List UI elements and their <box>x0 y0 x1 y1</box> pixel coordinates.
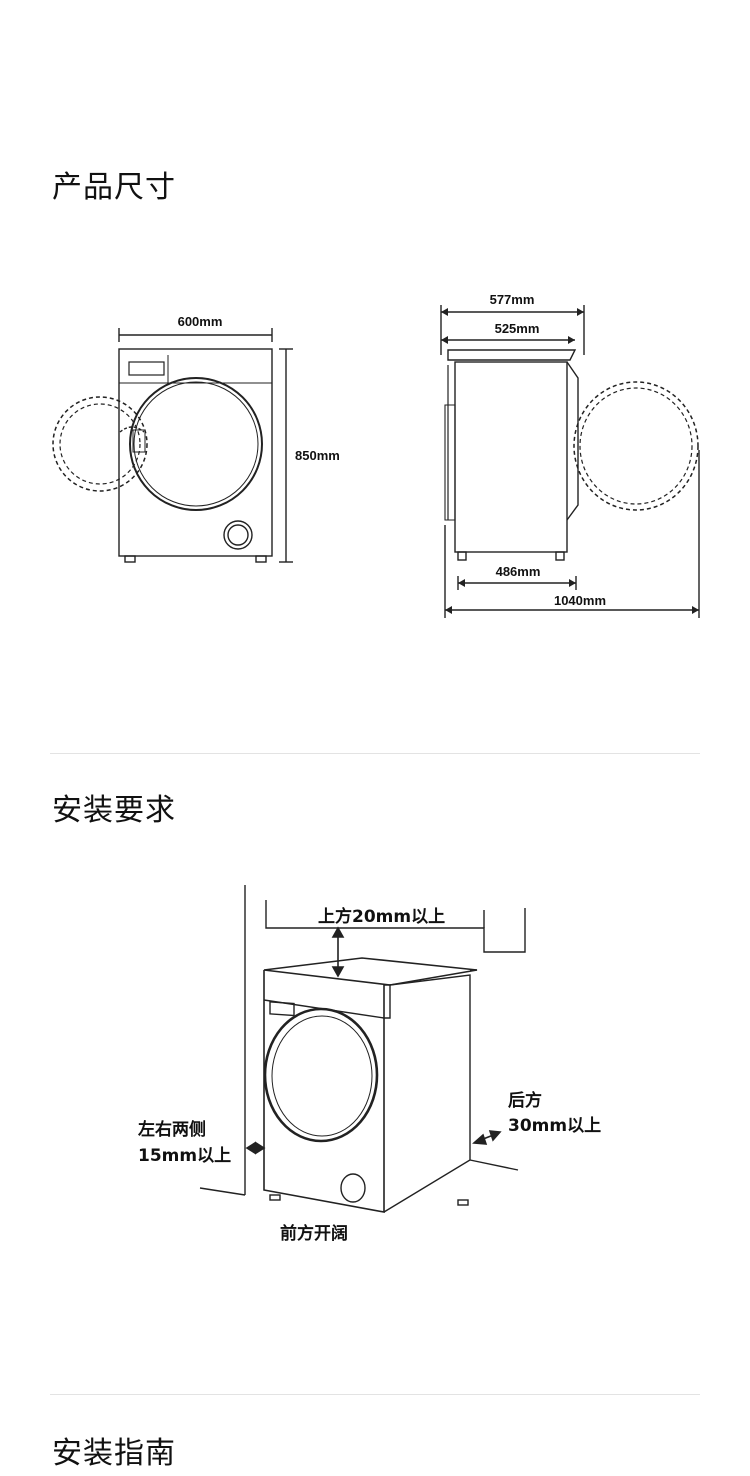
installation-clearance-drawing: 上方20mm以上 后方 30mm以上 左右两侧 15mm以上 前方开阔 <box>138 885 601 1244</box>
side-view-drawing: 577mm 525mm 486mm 1040mm <box>440 292 700 618</box>
side-depth-label: 1040mm <box>554 593 606 608</box>
clearance-rear-line2: 30mm以上 <box>508 1116 601 1136</box>
clearance-sides-line2: 15mm以上 <box>138 1146 231 1166</box>
side-top-inner-label: 525mm <box>495 321 540 336</box>
clearance-rear-line1: 后方 <box>508 1090 542 1111</box>
front-view-drawing: 600mm 850mm <box>52 314 340 563</box>
side-base-label: 486mm <box>496 564 541 579</box>
clearance-front-label: 前方开阔 <box>280 1223 348 1244</box>
divider-1 <box>50 753 700 754</box>
clearance-top-label: 上方20mm以上 <box>318 906 445 927</box>
section-title-install-requirements: 安装要求 <box>52 793 176 828</box>
divider-2 <box>50 1394 700 1395</box>
section-title-dimensions: 产品尺寸 <box>52 170 176 205</box>
front-height-label: 850mm <box>295 448 340 463</box>
front-width-label: 600mm <box>178 314 223 329</box>
clearance-sides-line1: 左右两侧 <box>138 1119 206 1140</box>
side-top-outer-label: 577mm <box>490 292 535 307</box>
section-title-install-guide: 安装指南 <box>52 1436 176 1471</box>
